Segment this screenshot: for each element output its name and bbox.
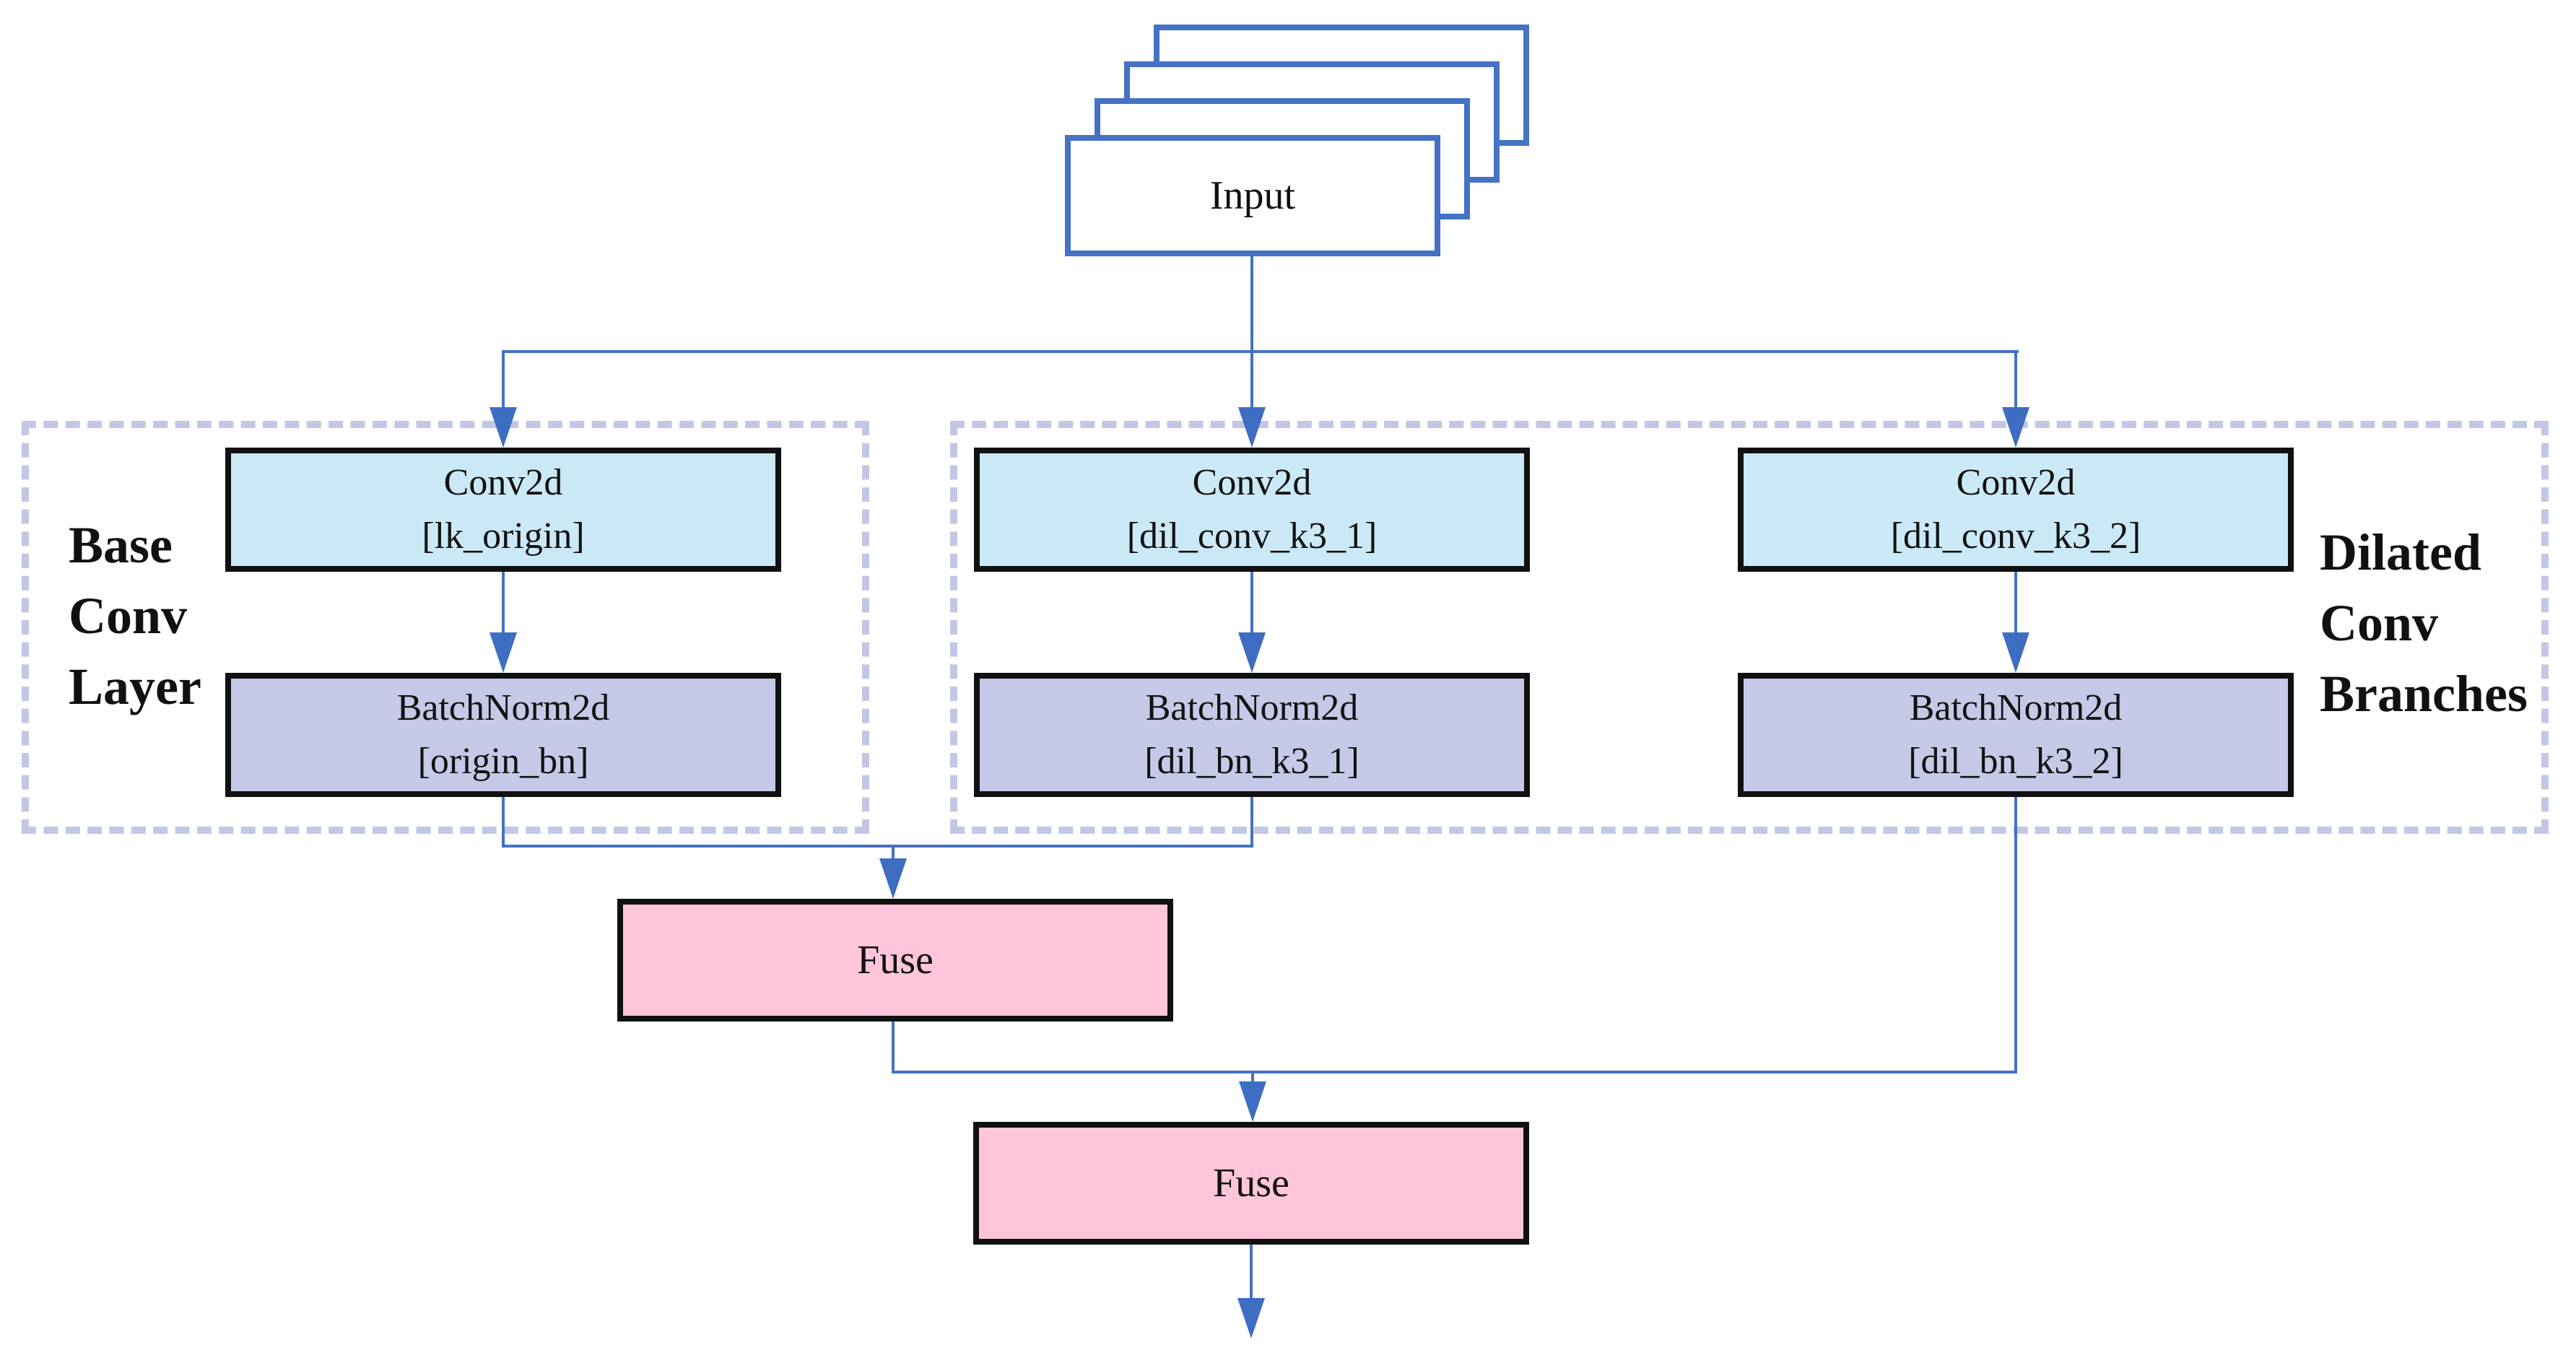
batchnorm-box-origin-bn: BatchNorm2d [origin_bn] (225, 673, 781, 797)
base-conv-layer-label: Base Conv Layer (69, 510, 201, 722)
connector-conv-to-bn-left (502, 572, 505, 635)
fuse1-label: Fuse (857, 938, 934, 983)
batchnorm-title: BatchNorm2d (396, 687, 610, 728)
arrowhead-into-bn-left (489, 632, 517, 673)
batchnorm-param: [origin_bn] (417, 741, 589, 782)
input-label: Input (1209, 173, 1296, 218)
conv2d-box-dil-conv-k3-1: Conv2d [dil_conv_k3_1] (974, 448, 1530, 572)
base-label-line-1: Base (69, 516, 173, 574)
connector-conv-to-bn-right (2014, 572, 2017, 635)
connector-conv-to-bn-middle (1250, 572, 1253, 635)
connector-bn-middle-down (1250, 797, 1253, 848)
fuse-box-2: Fuse (973, 1122, 1529, 1245)
batchnorm-param: [dil_bn_k3_1] (1144, 741, 1359, 782)
arrowhead-into-conv-right (2002, 407, 2029, 448)
batchnorm-box-dil-bn-k3-1: BatchNorm2d [dil_bn_k3_1] (974, 673, 1530, 797)
arrowhead-into-bn-right (2002, 632, 2029, 673)
conv2d-title: Conv2d (1956, 462, 2076, 503)
dilated-label-line-2: Conv (2320, 594, 2439, 652)
conv2d-param: [dil_conv_k3_1] (1126, 515, 1378, 557)
arrowhead-into-bn-middle (1238, 632, 1266, 673)
arrowhead-into-fuse1 (879, 858, 907, 899)
conv2d-box-dil-conv-k3-2: Conv2d [dil_conv_k3_2] (1738, 448, 2294, 572)
arrowhead-into-fuse2 (1239, 1081, 1266, 1122)
connector-merge1-bar (502, 845, 1253, 848)
batchnorm-title: BatchNorm2d (1145, 687, 1359, 728)
conv2d-box-lk-origin: Conv2d [lk_origin] (225, 448, 781, 572)
conv2d-title: Conv2d (443, 462, 563, 503)
connector-input-down (1250, 256, 1253, 353)
batchnorm-title: BatchNorm2d (1909, 687, 2123, 728)
batchnorm-param: [dil_bn_k3_2] (1908, 741, 2123, 782)
connector-merge2-bar (892, 1071, 2017, 1074)
connector-fuse1-down (892, 1022, 895, 1074)
batchnorm-box-dil-bn-k3-2: BatchNorm2d [dil_bn_k3_2] (1738, 673, 2294, 797)
connector-drop-right (2014, 350, 2017, 409)
connector-merge1-stub (892, 845, 895, 863)
connector-drop-middle (1250, 350, 1253, 409)
connector-bn-right-down (2014, 797, 2017, 1074)
connector-merge2-stub (1251, 1071, 1254, 1086)
base-label-line-3: Layer (69, 658, 201, 715)
fuse2-label: Fuse (1213, 1161, 1289, 1206)
dilated-label-line-1: Dilated (2320, 523, 2481, 581)
connector-output-down (1250, 1245, 1253, 1301)
fuse-box-1: Fuse (617, 899, 1173, 1022)
dilated-label-line-3: Branches (2320, 665, 2528, 723)
conv2d-param: [lk_origin] (422, 515, 585, 557)
base-label-line-2: Conv (69, 587, 188, 645)
arrowhead-output (1237, 1298, 1265, 1338)
arrowhead-into-conv-left (489, 407, 517, 448)
input-box: Input (1065, 135, 1440, 256)
connector-split-bar (502, 350, 2019, 353)
connector-drop-left (502, 350, 505, 409)
base-conv-layer-group-frame (22, 421, 869, 834)
conv2d-title: Conv2d (1192, 462, 1312, 503)
dilated-conv-branches-label: Dilated Conv Branches (2320, 517, 2528, 729)
dilated-conv-branches-group-frame (950, 421, 2549, 834)
conv2d-param: [dil_conv_k3_2] (1890, 515, 2141, 557)
arrowhead-into-conv-middle (1238, 407, 1266, 448)
connector-bn-left-down (502, 797, 505, 848)
